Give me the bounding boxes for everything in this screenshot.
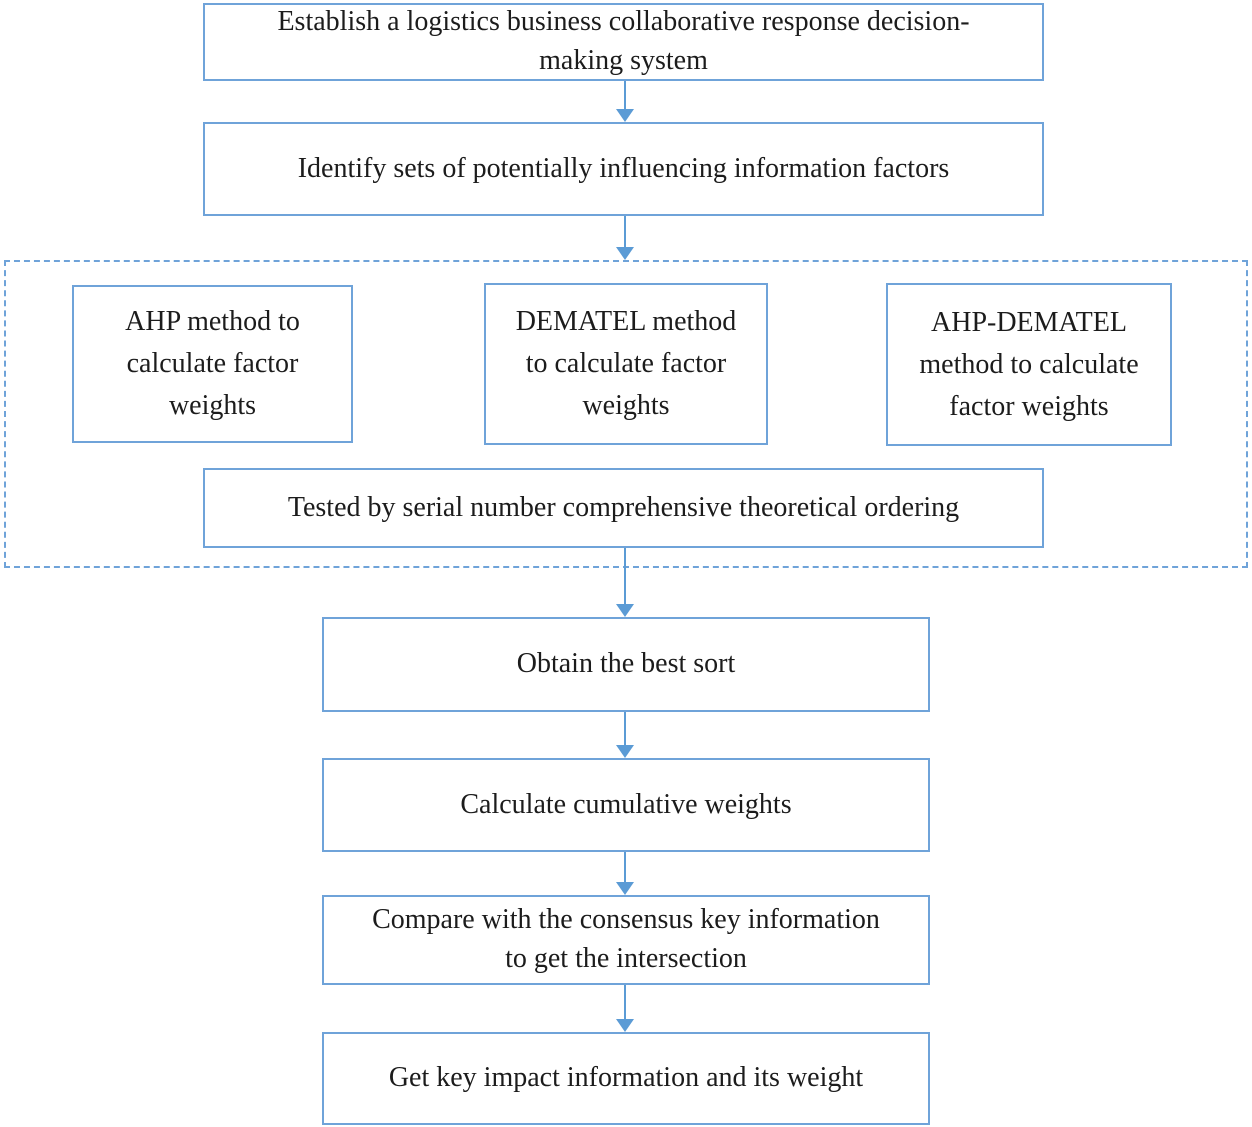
node-calculate-cumulative-weights: Calculate cumulative weights <box>322 758 930 852</box>
node-get-key-impact: Get key impact information and its weigh… <box>322 1032 930 1125</box>
node-ahp-method: AHP method to calculate factor weights <box>72 285 353 443</box>
arrow-head <box>616 109 634 122</box>
arrow-head <box>616 604 634 617</box>
node-text-line: Get key impact information and its weigh… <box>388 1062 864 1094</box>
node-text-line: Obtain the best sort <box>516 648 736 680</box>
node-text-line: AHP-DEMATEL <box>931 306 1127 338</box>
arrow-down-5-icon <box>616 852 634 895</box>
node-text-line: Calculate cumulative weights <box>460 788 792 820</box>
arrow-down-2-icon <box>616 216 634 260</box>
node-identify-factors: Identify sets of potentially influencing… <box>203 122 1044 216</box>
arrow-down-6-icon <box>616 985 634 1032</box>
node-text: AHP method to calculate factor weights <box>125 301 300 427</box>
node-text: Tested by serial number comprehensive th… <box>288 489 959 528</box>
node-text-line: Tested by serial number comprehensive th… <box>287 491 960 523</box>
node-text-line: weights <box>582 390 670 421</box>
node-text: Get key impact information and its weigh… <box>389 1059 863 1098</box>
methods-group-frame <box>4 260 1248 568</box>
arrow-head <box>616 745 634 758</box>
node-text: Obtain the best sort <box>517 645 736 684</box>
node-text: Establish a logistics business collabora… <box>277 3 969 80</box>
node-obtain-best-sort: Obtain the best sort <box>322 617 930 712</box>
arrow-down-3-icon <box>616 548 634 617</box>
arrow-head <box>616 882 634 895</box>
node-dematel-method: DEMATEL method to calculate factor weigh… <box>484 283 768 445</box>
node-text-line: making system <box>539 45 708 76</box>
arrow-down-1-icon <box>616 81 634 122</box>
node-text: Calculate cumulative weights <box>460 786 791 825</box>
node-ahp-dematel-method: AHP-DEMATEL method to calculate factor w… <box>886 283 1172 446</box>
arrow-line <box>624 216 626 247</box>
node-text-line: method to calculate <box>919 348 1139 380</box>
node-text: DEMATEL method to calculate factor weigh… <box>516 301 737 427</box>
node-text: Identify sets of potentially influencing… <box>298 150 950 189</box>
node-text-line: to calculate factor <box>525 348 727 379</box>
arrow-down-4-icon <box>616 712 634 758</box>
node-text-line: to get the intersection <box>505 943 747 974</box>
node-text-line: calculate factor <box>126 348 299 379</box>
node-text-line: Establish a logistics business collabora… <box>277 6 970 38</box>
node-establish-system: Establish a logistics business collabora… <box>203 3 1044 81</box>
node-compare-consensus: Compare with the consensus key informati… <box>322 895 930 985</box>
arrow-line <box>624 548 626 604</box>
arrow-line <box>624 81 626 109</box>
node-text-line: factor weights <box>949 390 1109 422</box>
arrow-line <box>624 852 626 882</box>
node-text-line: Identify sets of potentially influencing… <box>297 152 950 184</box>
node-text-line: AHP method to <box>125 306 300 337</box>
node-text: AHP-DEMATEL method to calculate factor w… <box>919 302 1138 428</box>
node-text-line: Compare with the consensus key informati… <box>372 904 880 936</box>
arrow-head <box>616 247 634 260</box>
node-text: Compare with the consensus key informati… <box>372 901 880 978</box>
arrow-line <box>624 985 626 1019</box>
node-tested-ordering: Tested by serial number comprehensive th… <box>203 468 1044 548</box>
node-text-line: weights <box>168 390 257 421</box>
node-text-line: DEMATEL method <box>515 306 737 337</box>
arrow-line <box>624 712 626 745</box>
arrow-head <box>616 1019 634 1032</box>
